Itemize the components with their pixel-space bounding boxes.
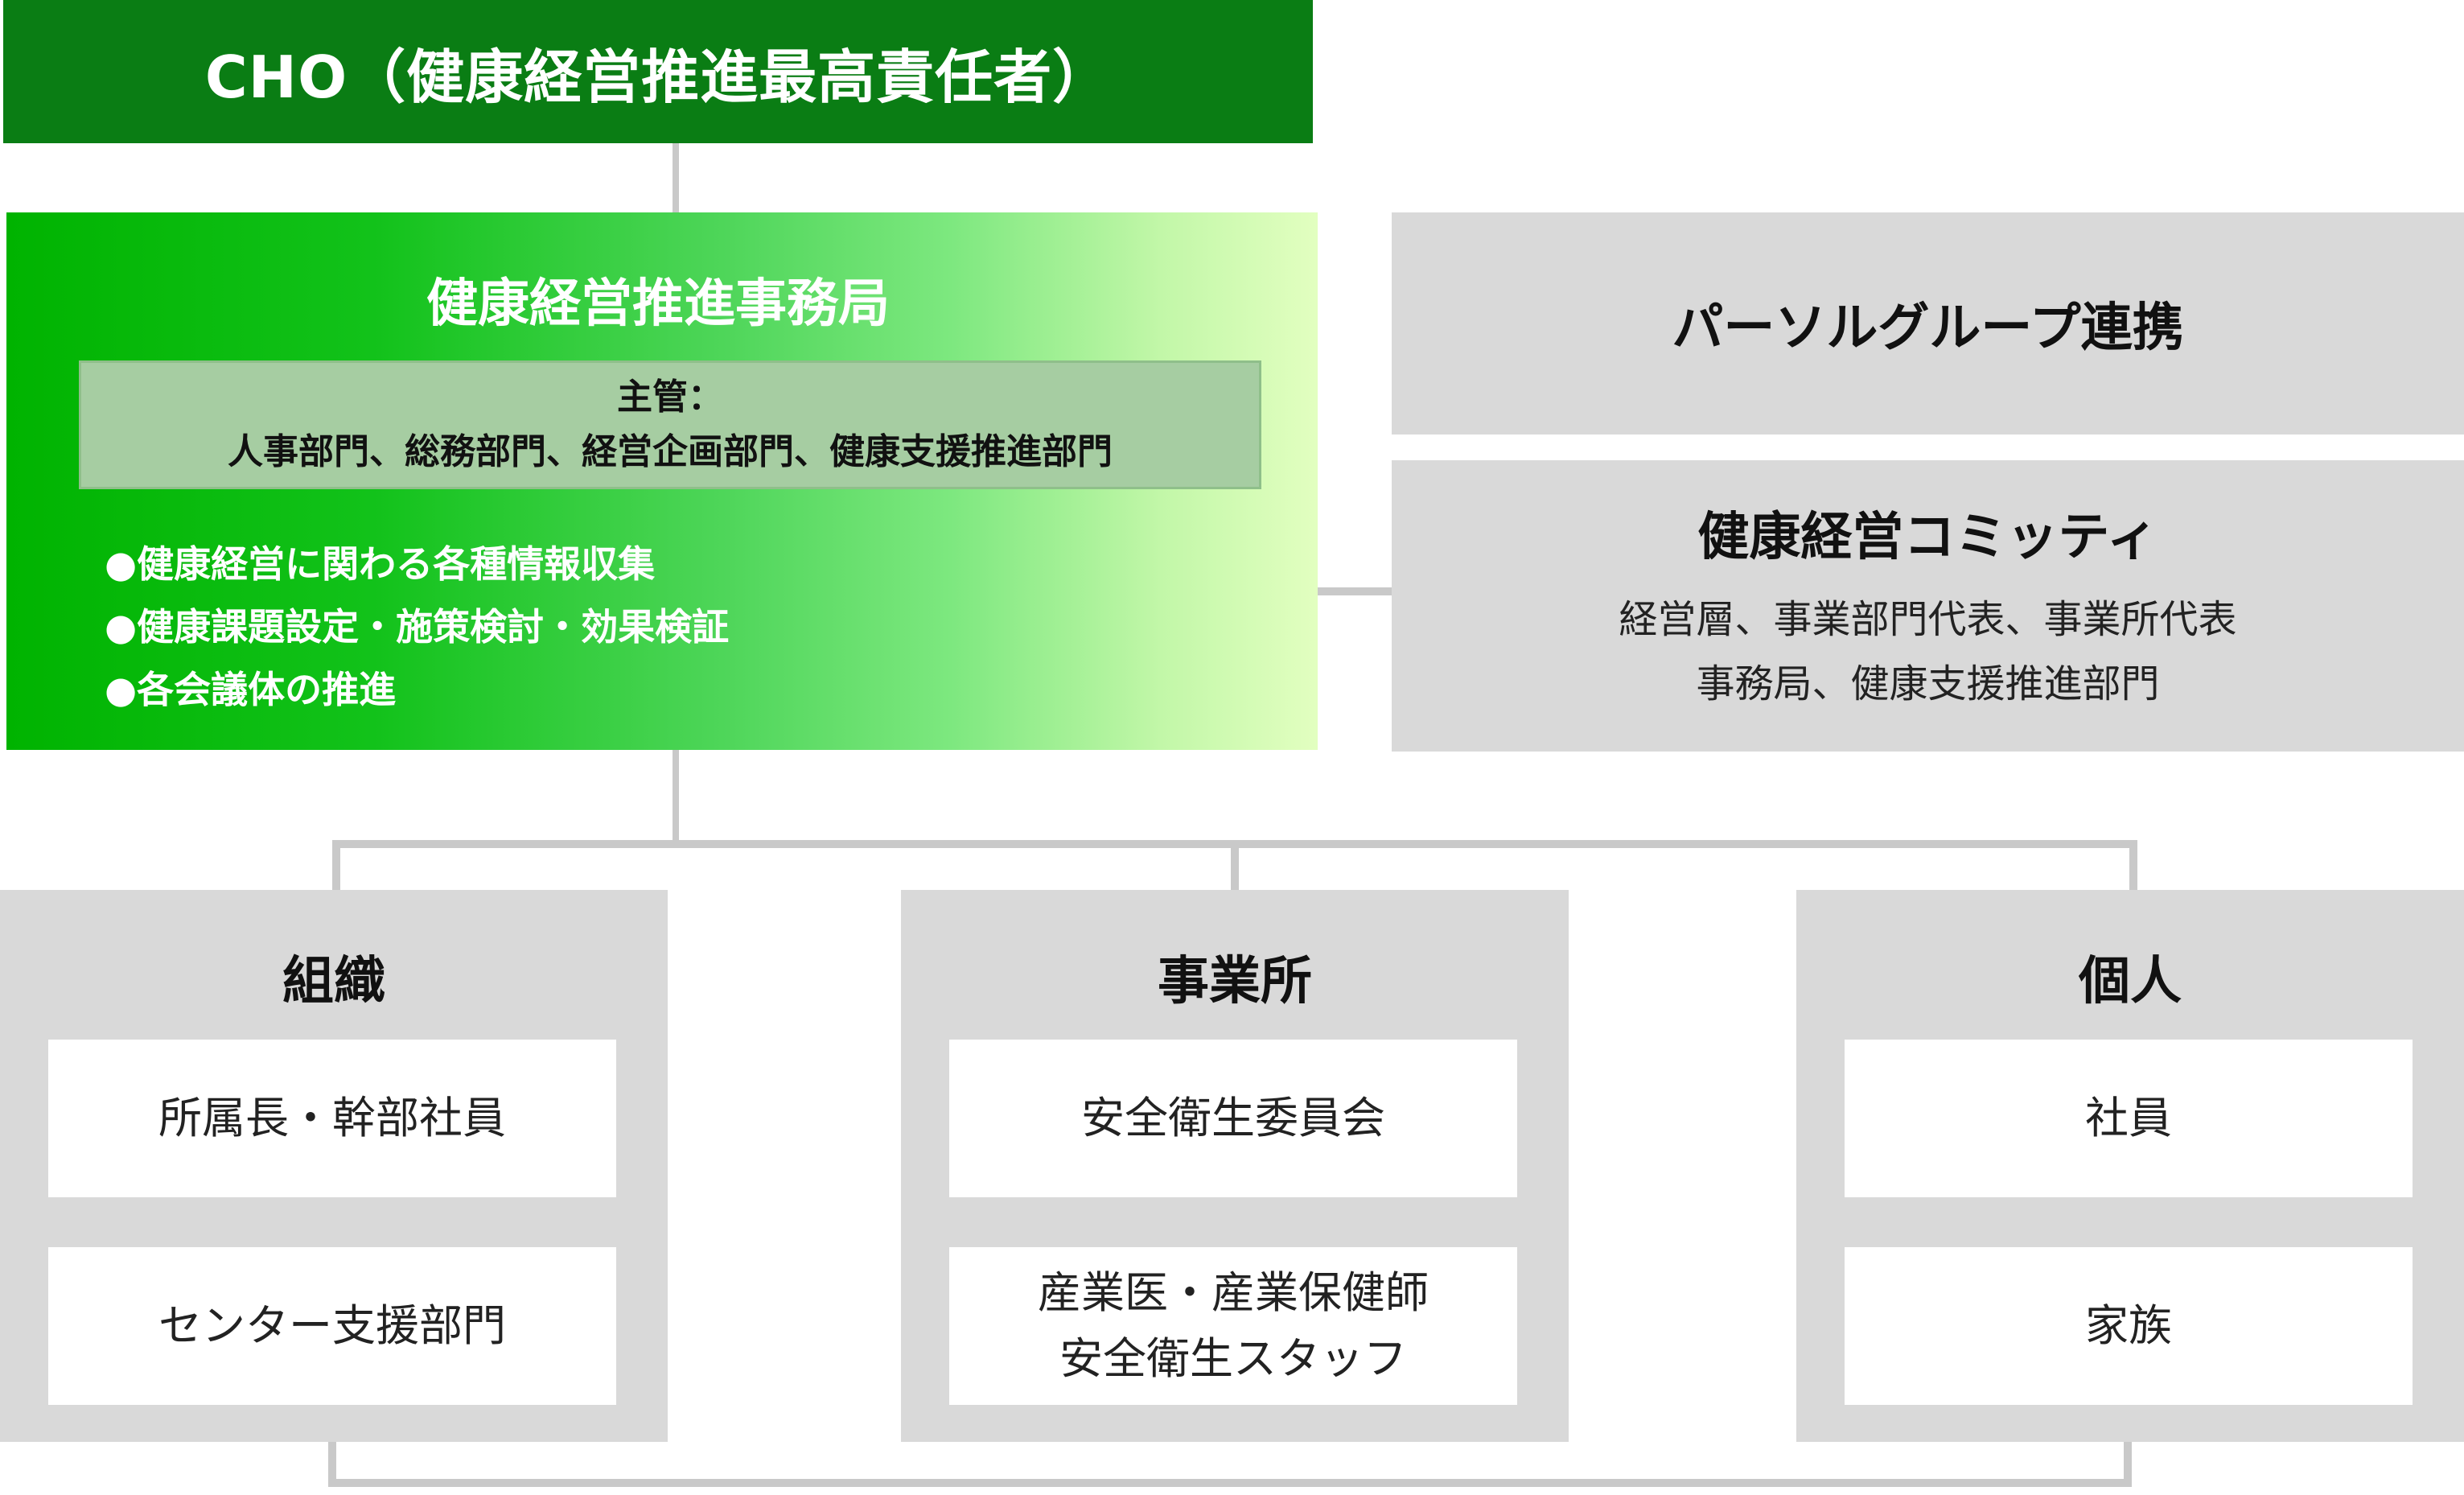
committee-title: 健康経営コミッティ — [1697, 508, 2158, 567]
group-business-site: 事業所 安全衛生委員会 産業医・産業保健師 安全衛生スタッフ — [901, 890, 1569, 1442]
group-title: 個人 — [2079, 952, 2182, 1011]
group-organization: 組織 所属長・幹部社員 センター支援部門 — [0, 890, 668, 1442]
group-card: 社員 — [1845, 1040, 2413, 1197]
connector-bottom-right — [2124, 1440, 2132, 1485]
cho-box: CHO（健康経営推進最高責任者） — [3, 0, 1313, 143]
card-label: 社員 — [2085, 1093, 2172, 1143]
group-card: センター支援部門 — [48, 1247, 616, 1405]
group-card: 安全衛生委員会 — [949, 1040, 1517, 1197]
group-card: 産業医・産業保健師 安全衛生スタッフ — [949, 1247, 1517, 1405]
card-label: 家族 — [2085, 1300, 2172, 1351]
connector-drop-center — [1231, 840, 1239, 892]
card-label: 安全衛生委員会 — [1081, 1093, 1385, 1143]
office-title: 健康経営推進事務局 — [426, 274, 890, 334]
office-task-item: ●健康経営に関わる各種情報収集 — [105, 542, 656, 586]
office-task-list: ●健康経営に関わる各種情報収集 ●健康課題設定・施策検討・効果検証 ●各会議体の… — [105, 533, 729, 721]
supervisor-departments: 人事部門、総務部門、経営企画部門、健康支援推進部門 — [228, 431, 1113, 472]
card-label: 産業医・産業保健師 — [1038, 1267, 1429, 1318]
persol-group-box: パーソルグループ連携 — [1392, 212, 2464, 434]
group-card: 家族 — [1845, 1247, 2413, 1405]
committee-members-line: 経営層、事業部門代表、事業所代表 — [1619, 597, 2237, 642]
connector-drop-left — [332, 840, 340, 892]
connector-horizontal-bottom — [328, 1479, 2132, 1487]
supervisor-box: 主管： 人事部門、総務部門、経営企画部門、健康支援推進部門 — [79, 360, 1261, 489]
committee-box: 健康経営コミッティ 経営層、事業部門代表、事業所代表 事務局、健康支援推進部門 — [1392, 460, 2464, 752]
card-label: 所属長・幹部社員 — [158, 1093, 506, 1143]
office-task-item: ●健康課題設定・施策検討・効果検証 — [105, 605, 730, 649]
supervisor-label: 主管： — [617, 377, 723, 418]
persol-group-label: パーソルグループ連携 — [1672, 299, 2184, 358]
group-card: 所属長・幹部社員 — [48, 1040, 616, 1197]
connector-drop-right — [2129, 840, 2137, 892]
card-label: センター支援部門 — [158, 1300, 506, 1351]
connector-bottom-left — [328, 1440, 336, 1485]
committee-members-line: 事務局、健康支援推進部門 — [1696, 661, 2160, 706]
group-title: 事業所 — [1158, 952, 1312, 1011]
group-individual: 個人 社員 家族 — [1796, 890, 2464, 1442]
connector-cho-office — [673, 143, 679, 214]
group-title: 組織 — [282, 952, 385, 1011]
card-label: 安全衛生スタッフ — [1059, 1333, 1407, 1384]
connector-office-committee — [1318, 587, 1393, 595]
office-box: 健康経営推進事務局 主管： 人事部門、総務部門、経営企画部門、健康支援推進部門 … — [6, 212, 1318, 750]
connector-office-down — [673, 750, 679, 846]
cho-label: CHO（健康経営推進最高責任者） — [204, 43, 1112, 111]
office-task-item: ●各会議体の推進 — [105, 668, 397, 711]
